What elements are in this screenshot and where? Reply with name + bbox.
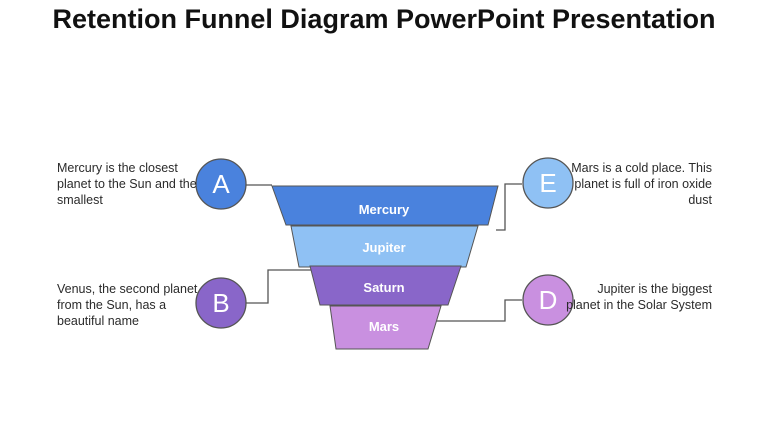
- marker-letter-d: D: [539, 285, 558, 315]
- description-e: Mars is a cold place. This planet is ful…: [571, 161, 712, 207]
- marker-circle-e: [522, 157, 574, 209]
- funnel-label-mercury: Mercury: [359, 202, 410, 217]
- funnel-stage-mercury: [271, 185, 499, 226]
- connector-d: [436, 299, 522, 322]
- page-title: Retention Funnel Diagram PowerPoint Pres…: [52, 4, 716, 34]
- marker-circle-a: [195, 158, 247, 210]
- description-d: Jupiter is the biggest planet in the Sol…: [566, 282, 712, 312]
- connector-e: [496, 183, 522, 231]
- description-b: Venus, the second planet from the Sun, h…: [57, 282, 198, 328]
- funnel-stage-mars: [329, 305, 442, 350]
- connector-lines: [246, 183, 522, 322]
- funnel-stage-jupiter: [290, 225, 479, 268]
- marker-circle-d: [522, 274, 574, 326]
- connector-b: [246, 269, 312, 304]
- funnel-label-jupiter: Jupiter: [362, 240, 405, 255]
- funnel-label-saturn: Saturn: [363, 280, 404, 295]
- marker-letter-b: B: [212, 288, 229, 318]
- marker-letter-e: E: [539, 168, 556, 198]
- funnel-label-mars: Mars: [369, 319, 399, 334]
- description-a: Mercury is the closest planet to the Sun…: [57, 161, 197, 207]
- marker-circle-b: [195, 277, 247, 329]
- funnel-stage-saturn: [309, 265, 462, 306]
- marker-letter-a: A: [212, 169, 230, 199]
